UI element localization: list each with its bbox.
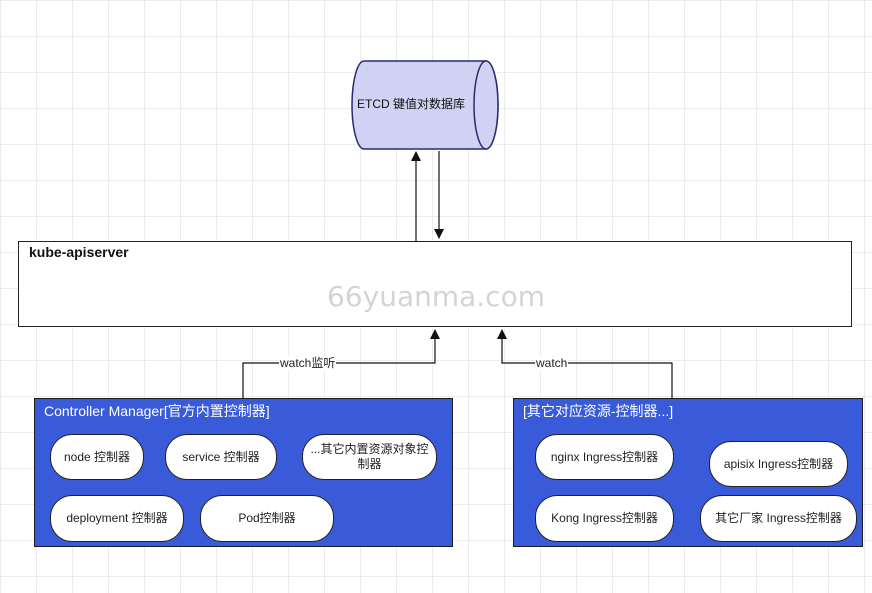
controller-manager-group: Controller Manager[官方内置控制器] node 控制器 ser…	[34, 398, 453, 547]
etcd-database-cylinder	[351, 60, 499, 150]
watch-label-left: watch监听	[279, 356, 337, 370]
apiserver-box: kube-apiserver	[18, 241, 852, 327]
nginx-ingress-controller: nginx Ingress控制器	[535, 434, 674, 480]
controller-manager-title: Controller Manager[官方内置控制器]	[44, 403, 270, 419]
etcd-label: ETCD 键值对数据库	[356, 97, 465, 111]
apiserver-title: kube-apiserver	[29, 244, 129, 260]
third-party-title: [其它对应资源-控制器...]	[523, 403, 674, 419]
watch-label-right: watch	[535, 356, 569, 370]
other-vendor-ingress-controller: 其它厂家 Ingress控制器	[700, 495, 857, 542]
kong-ingress-controller: Kong Ingress控制器	[535, 495, 674, 542]
watch-edge-left	[242, 329, 440, 398]
service-controller: service 控制器	[165, 434, 277, 480]
pod-controller: Pod控制器	[200, 495, 334, 542]
watch-edge-right	[497, 329, 673, 398]
deployment-controller: deployment 控制器	[50, 495, 184, 542]
node-controller: node 控制器	[50, 434, 144, 480]
builtin-resource-controller: ...其它内置资源对象控制器	[302, 434, 437, 480]
apisix-ingress-controller: apisix Ingress控制器	[709, 441, 848, 487]
watermark: 66yuanma.com	[327, 280, 545, 313]
third-party-controllers-group: [其它对应资源-控制器...] nginx Ingress控制器 apisix …	[513, 398, 863, 547]
